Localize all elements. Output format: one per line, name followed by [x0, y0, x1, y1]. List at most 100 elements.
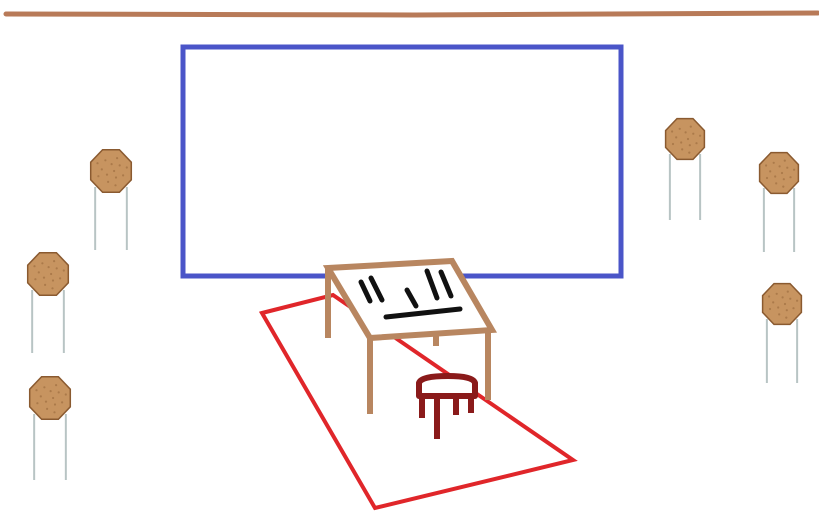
person-head-texture: [785, 317, 787, 319]
person-head-texture: [51, 287, 53, 289]
person-head-texture: [53, 411, 55, 413]
screen-rectangle: [183, 47, 621, 276]
person-head-texture: [43, 277, 45, 279]
person-head-texture: [679, 128, 681, 130]
person-head-texture: [685, 131, 687, 133]
stool-seat: [419, 376, 475, 396]
person-head-texture: [56, 267, 58, 269]
person-head-texture: [50, 390, 52, 392]
person-head-texture: [55, 384, 57, 386]
person-head-texture: [33, 265, 35, 267]
person-head-texture: [789, 298, 791, 300]
person-head-texture: [44, 284, 46, 286]
person-head-texture: [782, 296, 784, 298]
person-head-texture: [769, 308, 771, 310]
person-head-texture: [34, 278, 36, 280]
person-head-texture: [104, 159, 106, 161]
person-head-texture: [766, 177, 768, 179]
person-head-texture: [54, 403, 56, 405]
person-head-texture: [38, 271, 40, 273]
person-head-texture: [40, 395, 42, 397]
person-head-texture: [690, 126, 692, 128]
person-head-texture: [36, 402, 38, 404]
person-head-texture: [35, 389, 37, 391]
person-3: [30, 377, 71, 480]
person-head-texture: [50, 273, 52, 275]
person-head-texture: [63, 269, 65, 271]
person-head-icon: [763, 284, 802, 325]
person-head-texture: [782, 186, 784, 188]
person-head-texture: [96, 162, 98, 164]
person-head-texture: [680, 141, 682, 143]
person-head-texture: [786, 309, 788, 311]
person-head-texture: [107, 181, 109, 183]
person-head-icon: [91, 150, 132, 193]
person-1: [91, 150, 132, 250]
person-head-texture: [769, 170, 771, 172]
person-head-texture: [101, 168, 103, 170]
person-head-texture: [778, 313, 780, 315]
person-head-texture: [61, 401, 63, 403]
person-head-texture: [113, 170, 115, 172]
person-head-texture: [48, 266, 50, 268]
person-head-texture: [52, 279, 54, 281]
person-head-texture: [43, 386, 45, 388]
person-head-texture: [781, 172, 783, 174]
person-head-texture: [59, 277, 61, 279]
person-head-texture: [672, 143, 674, 145]
person-head-icon: [760, 153, 799, 194]
person-head-texture: [688, 152, 690, 154]
person-4: [666, 119, 705, 220]
person-head-texture: [793, 169, 795, 171]
person-head-texture: [675, 136, 677, 138]
person-head-texture: [41, 262, 43, 264]
person-head-texture: [774, 175, 776, 177]
person-head-icon: [666, 119, 705, 160]
person-6: [763, 284, 802, 383]
person-head-texture: [119, 164, 121, 166]
person-2: [28, 253, 69, 353]
person-head-texture: [765, 164, 767, 166]
person-head-texture: [783, 178, 785, 180]
person-head-texture: [796, 300, 798, 302]
person-head-texture: [689, 144, 691, 146]
person-head-texture: [65, 393, 67, 395]
person-head-texture: [45, 401, 47, 403]
person-head-texture: [779, 165, 781, 167]
person-head-texture: [115, 176, 117, 178]
person-head-icon: [30, 377, 71, 420]
person-head-texture: [792, 307, 794, 309]
person-5: [760, 153, 799, 252]
person-head-texture: [786, 167, 788, 169]
person-head-texture: [695, 142, 697, 144]
person-head-texture: [106, 174, 108, 176]
person-head-texture: [53, 260, 55, 262]
person-head-texture: [114, 184, 116, 186]
person-head-texture: [699, 135, 701, 137]
person-head-texture: [97, 175, 99, 177]
person-head-texture: [692, 133, 694, 135]
person-head-texture: [671, 130, 673, 132]
person-head-texture: [789, 176, 791, 178]
person-head-texture: [773, 162, 775, 164]
person-head-texture: [776, 293, 778, 295]
person-head-texture: [46, 408, 48, 410]
person-head-texture: [687, 138, 689, 140]
person-head-icon: [28, 253, 69, 296]
person-head-texture: [775, 182, 777, 184]
person-head-texture: [111, 163, 113, 165]
person-head-texture: [58, 391, 60, 393]
person-head-texture: [122, 174, 124, 176]
person-head-texture: [772, 301, 774, 303]
person-head-texture: [787, 291, 789, 293]
person-head-texture: [116, 157, 118, 159]
stool: [419, 376, 475, 439]
person-head-texture: [681, 148, 683, 150]
person-head-texture: [784, 160, 786, 162]
person-head-texture: [52, 397, 54, 399]
person-head-texture: [784, 303, 786, 305]
person-head-texture: [768, 295, 770, 297]
person-head-texture: [777, 306, 779, 308]
person-head-texture: [126, 166, 128, 168]
